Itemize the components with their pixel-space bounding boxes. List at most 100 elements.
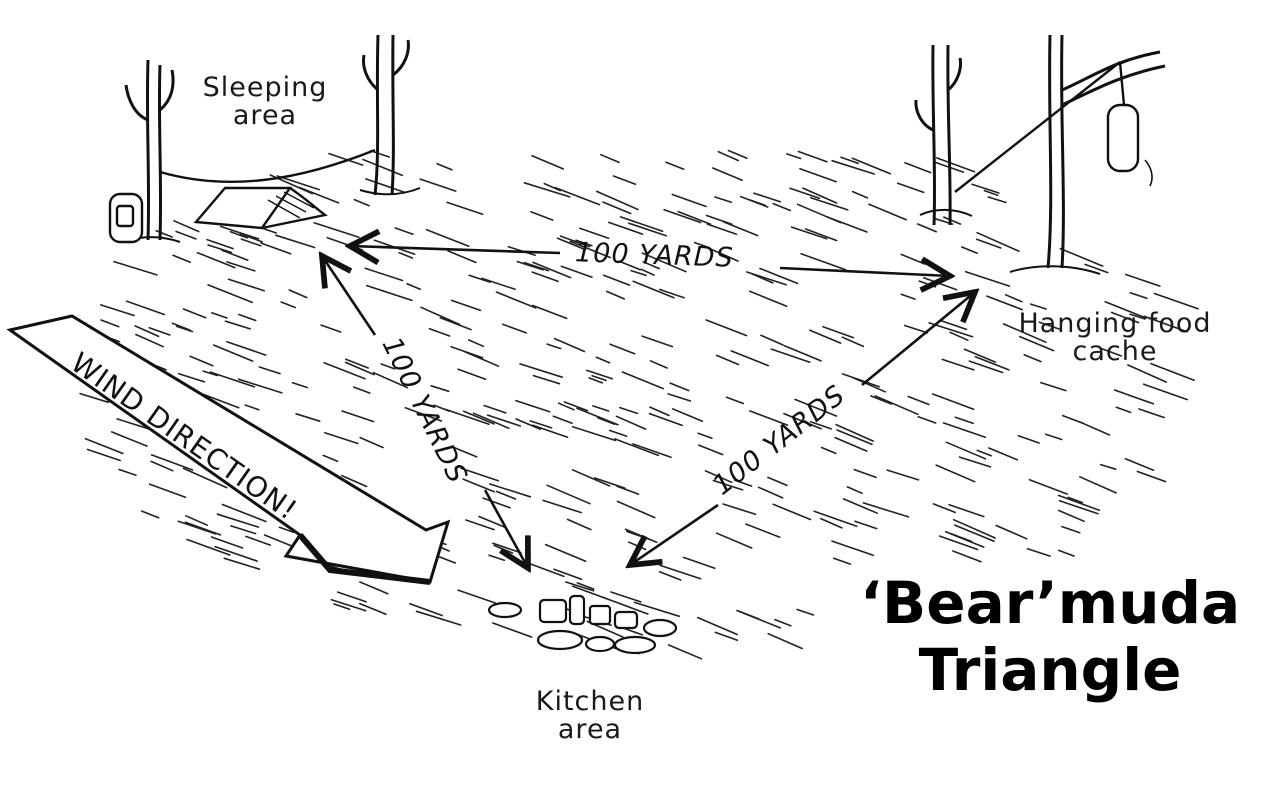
hatch-stroke	[465, 519, 495, 531]
hatch-stroke	[932, 503, 957, 514]
hatch-stroke	[211, 311, 228, 319]
hatch-stroke	[783, 344, 822, 362]
hatch-stroke	[612, 175, 637, 186]
kitchen-area-line2: area	[557, 714, 623, 746]
hatch-stroke	[409, 602, 444, 617]
hatch-stroke	[207, 244, 233, 254]
hatch-stroke	[229, 230, 249, 239]
hatch-stroke	[552, 415, 573, 425]
arrow-sleep-cache-left	[350, 246, 561, 253]
hatch-stroke	[224, 320, 251, 330]
hatch-stroke	[344, 358, 370, 369]
hatch-stroke	[576, 582, 595, 590]
hatch-stroke	[1028, 478, 1069, 495]
hatch-stroke	[516, 260, 545, 271]
hatch-stroke	[627, 541, 647, 551]
hatch-stroke	[633, 601, 681, 618]
hatch-stroke	[226, 261, 256, 272]
hatch-stroke	[854, 520, 878, 530]
hatch-stroke	[615, 415, 647, 430]
hatch-stroke	[532, 374, 561, 385]
hatch-stroke	[804, 228, 838, 242]
hatch-stroke	[870, 395, 893, 405]
hatch-stroke	[359, 581, 389, 595]
hatch-stroke	[975, 238, 1002, 249]
hatch-stroke	[84, 437, 124, 455]
hatch-stroke	[155, 229, 173, 238]
hatch-stroke	[907, 395, 930, 406]
hatch-stroke	[797, 150, 828, 163]
hatch-stroke	[987, 196, 1007, 204]
hatch-stroke	[523, 182, 571, 198]
hatch-stroke	[226, 340, 267, 356]
hatch-stroke	[495, 291, 537, 309]
hatch-stroke	[546, 484, 591, 505]
hatch-stroke	[1023, 353, 1042, 363]
hatch-stroke	[995, 524, 1028, 540]
cache-trees-icon	[914, 34, 1166, 275]
hatch-stroke	[258, 366, 281, 375]
hatch-stroke	[492, 622, 533, 638]
arrow-kitchen-cache-down	[630, 503, 719, 565]
hatch-stroke	[1129, 291, 1148, 300]
hatch-stroke	[714, 631, 739, 642]
hatch-stroke	[868, 203, 908, 221]
hatch-stroke	[760, 334, 784, 346]
hatch-stroke	[135, 333, 164, 348]
hatch-stroke	[553, 337, 586, 353]
hatch-stroke	[935, 157, 976, 173]
hatch-stroke	[1143, 315, 1188, 333]
hatch-stroke	[841, 336, 865, 348]
hatch-stroke	[291, 381, 309, 389]
hatch-stroke	[896, 182, 925, 194]
hatch-stroke	[625, 530, 651, 541]
hatch-stroke	[840, 156, 860, 165]
hatch-stroke	[457, 589, 497, 604]
hatch-stroke	[790, 226, 828, 240]
hatch-stroke	[436, 163, 453, 171]
hatch-stroke	[862, 502, 910, 518]
hatch-stroke	[748, 410, 789, 426]
hatch-stroke	[632, 443, 672, 459]
hatch-stroke	[569, 240, 611, 259]
hatch-stroke	[663, 208, 702, 224]
hatch-stroke	[333, 603, 351, 611]
hatch-stroke	[1079, 475, 1117, 494]
hatch-stroke	[822, 325, 855, 339]
hatch-stroke	[394, 227, 414, 235]
hatch-stroke	[983, 189, 999, 196]
hatch-stroke	[559, 235, 591, 248]
hatch-stroke	[602, 274, 631, 286]
hatch-stroke	[942, 422, 987, 439]
hatch-stroke	[578, 227, 610, 240]
hatch-stroke	[150, 460, 174, 472]
hatch-stroke	[467, 339, 485, 348]
hatch-stroke	[953, 524, 995, 543]
hatch-stroke	[649, 359, 668, 369]
hatch-stroke	[182, 308, 207, 319]
hatch-stroke	[571, 585, 606, 599]
hatch-stroke	[819, 517, 843, 529]
hatch-stroke	[900, 293, 916, 300]
hatch-stroke	[353, 198, 370, 207]
hatch-stroke	[851, 157, 892, 175]
hatch-stroke	[1110, 311, 1140, 324]
hatch-stroke	[186, 538, 231, 556]
hatch-stroke	[488, 554, 506, 562]
hatch-stroke	[945, 441, 987, 460]
hatch-stroke	[571, 468, 611, 487]
hatch-stroke	[640, 268, 655, 276]
hatch-stroke	[515, 399, 551, 413]
hatch-stroke	[495, 490, 517, 500]
hatch-stroke	[1078, 420, 1111, 436]
title-line1: ‘Bear’muda	[860, 569, 1241, 637]
hatch-stroke	[336, 591, 367, 603]
kitchen-gear-icon	[487, 594, 678, 655]
hatch-stroke	[1004, 293, 1023, 303]
hatch-stroke	[943, 216, 962, 225]
hatch-stroke	[209, 371, 256, 388]
hatch-stroke	[480, 277, 516, 291]
hatch-stroke	[352, 386, 371, 394]
hatch-stroke	[659, 564, 702, 580]
hatch-stroke	[986, 295, 1024, 311]
